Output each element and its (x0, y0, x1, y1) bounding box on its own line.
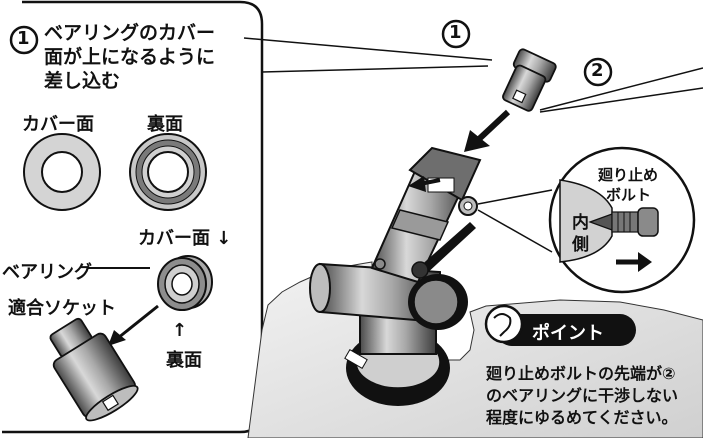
step2-number-machine: 2 (591, 60, 604, 81)
insert-arrow-left (108, 304, 159, 346)
leader-line-step2-a (539, 67, 703, 111)
point-text-line3: 程度にゆるめてください。 (486, 408, 678, 427)
point-badge-label: ポイント (532, 323, 604, 344)
back-face-bottom-label: 裏面 (166, 350, 202, 371)
step2-circle-machine (583, 57, 613, 87)
cover-face-label: カバー面 (22, 114, 94, 135)
step1-number-panel: 1 (17, 28, 30, 49)
leader-line-top (243, 37, 493, 61)
machine-body (309, 146, 482, 355)
socket-label: 適合ソケット (8, 298, 116, 319)
step1-circle-machine (441, 19, 471, 49)
inner-label-line2: 側 (572, 235, 589, 255)
bolt-label-line2: ボルト (606, 186, 652, 204)
step1-circle-panel (9, 25, 39, 55)
point-text-line2: のベアリングに干渉しない (486, 386, 679, 405)
point-badge (484, 304, 636, 346)
bolt-label-line1: 廻り止め (598, 166, 659, 184)
point-text-line1: 廻り止めボルトの先端が② (486, 364, 676, 383)
bearing-3d (157, 255, 213, 311)
socket-top (502, 48, 557, 112)
step1-text-line2: 面が上になるように (44, 46, 216, 68)
insert-arrow-machine (464, 109, 511, 152)
leader-line-step2-b (539, 87, 703, 113)
inner-label-line1: 内 (572, 213, 589, 233)
bearing-label: ベアリング (2, 262, 92, 283)
back-face-label: 裏面 (147, 114, 183, 135)
cover-face-down-label: カバー面 ↓ (138, 228, 232, 249)
step1-text-line3: 差し込む (44, 70, 121, 92)
leader-line-bottom (261, 65, 489, 73)
socket-3d (49, 317, 139, 422)
up-arrow-label: ↑ (172, 320, 188, 341)
bolt-indicator-arrow (408, 176, 441, 192)
step1-text-line1: ベアリングのカバー (44, 22, 216, 44)
step1-number-machine: 1 (449, 22, 462, 43)
bolt-detail-circle (548, 146, 696, 294)
back-face-ring (129, 133, 207, 211)
